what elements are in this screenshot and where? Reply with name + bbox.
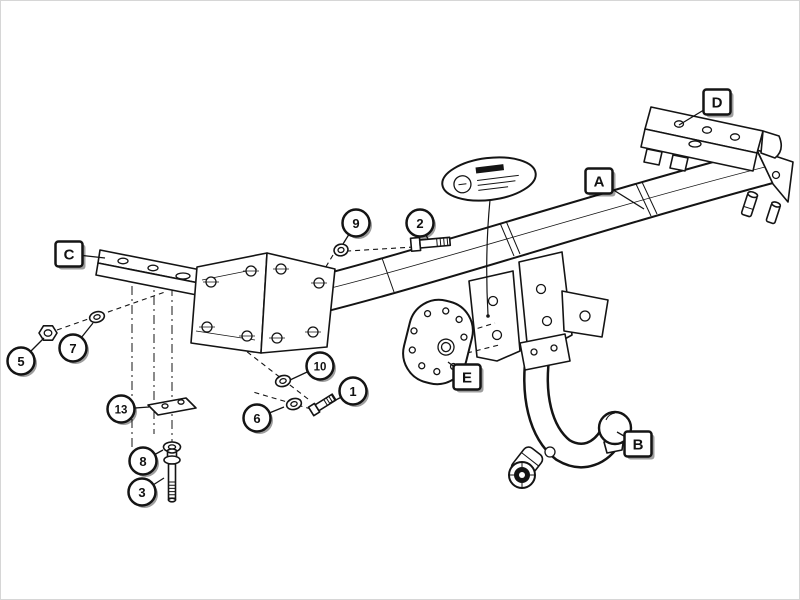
- callout-label: A: [594, 174, 605, 191]
- callout-letter-d: D: [702, 88, 734, 118]
- callout-label: 7: [69, 341, 76, 356]
- callout-number-8: 8: [128, 446, 159, 477]
- callout-number-6: 6: [242, 403, 273, 434]
- electrical-plate: [402, 298, 500, 386]
- bolt-2: [409, 236, 452, 253]
- callout-number-3: 3: [127, 477, 158, 508]
- washer-10: [274, 374, 292, 388]
- callout-label: B: [633, 437, 644, 454]
- washer-6: [285, 397, 303, 411]
- callout-number-2: 2: [405, 208, 436, 239]
- callout-letter-e: E: [452, 363, 484, 393]
- callout-number-9: 9: [341, 208, 372, 239]
- label-logo-block: [475, 164, 505, 174]
- brand-label: [441, 156, 537, 318]
- callout-letter-c: C: [54, 240, 86, 270]
- callouts-letters: A B C D E: [54, 88, 734, 460]
- towball-assembly: [508, 333, 633, 489]
- callout-number-13: 13: [106, 394, 137, 425]
- callout-label: C: [64, 247, 75, 264]
- callout-number-10: 10: [305, 351, 336, 382]
- callout-label: 10: [314, 361, 327, 373]
- washer-7: [88, 310, 106, 324]
- callout-label: 6: [253, 411, 260, 426]
- callout-number-5: 5: [6, 346, 37, 377]
- bolt-1: [307, 393, 337, 417]
- washer-9: [333, 243, 349, 257]
- hardware: [38, 236, 452, 503]
- nut-5: [38, 325, 58, 341]
- callout-label: 3: [138, 485, 145, 500]
- callout-letter-b: B: [623, 430, 655, 460]
- projection-lines: [56, 246, 415, 457]
- plate-13: [147, 397, 197, 416]
- center-bracket: [468, 251, 609, 362]
- neck-mount-block: [519, 333, 571, 371]
- bolt-3: [163, 448, 181, 503]
- callout-label: 8: [139, 454, 146, 469]
- callout-number-1: 1: [338, 376, 369, 407]
- bracket-d: [640, 106, 783, 172]
- callout-number-7: 7: [58, 333, 89, 364]
- callouts-numbers: 1 2 3 5 6 7 8: [6, 208, 436, 508]
- callout-label: 5: [17, 354, 24, 369]
- callout-label: D: [712, 95, 723, 112]
- callout-label: 9: [352, 216, 359, 231]
- callout-label: 2: [416, 216, 423, 231]
- mount-plates: [190, 252, 336, 354]
- callout-label: 13: [115, 404, 128, 416]
- callout-label: E: [462, 370, 472, 387]
- callout-letter-a: A: [584, 167, 616, 197]
- beam-end-fittings: [740, 149, 794, 225]
- callout-label: 1: [349, 384, 356, 399]
